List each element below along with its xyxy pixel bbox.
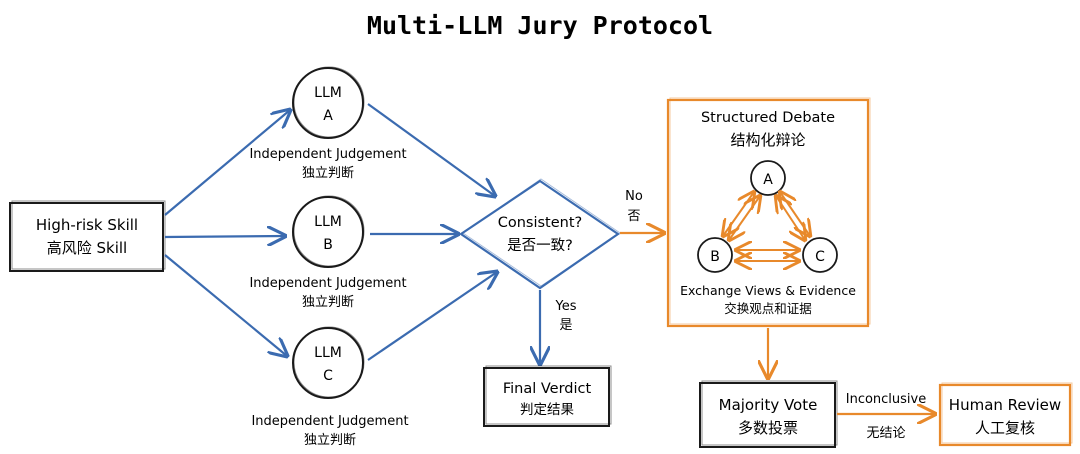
input-label-en: High-risk Skill (36, 216, 138, 234)
debate-node-a: A (750, 160, 786, 196)
inconclusive-label-en: Inconclusive (846, 392, 927, 407)
vote-label-en: Majority Vote (719, 396, 818, 414)
juror-node-b: LLM B (292, 195, 365, 268)
decision-node: Consistent? 是否一致? (459, 178, 621, 290)
decision-label-en: Consistent? (498, 215, 583, 231)
juror-b-label: LLM (314, 214, 342, 230)
no-label-zh: 否 (627, 209, 640, 224)
no-label-en: No (625, 189, 643, 204)
juror-c-caption-zh: 独立判断 (304, 433, 356, 448)
debate-node-b-label: B (710, 249, 720, 265)
diagram-title: Multi-LLM Jury Protocol (367, 11, 713, 40)
verdict-label-en: Final Verdict (503, 381, 592, 397)
debate-title-zh: 结构化辩论 (730, 131, 805, 149)
review-label-zh: 人工复核 (975, 419, 1035, 437)
debate-arrow-a-c-2 (776, 196, 805, 240)
review-label-en: Human Review (949, 396, 1061, 414)
arrow-c-to-decision (367, 272, 497, 361)
vote-label-zh: 多数投票 (738, 419, 798, 437)
debate-title-en: Structured Debate (701, 110, 835, 126)
juror-b-letter: B (323, 237, 333, 253)
debate-caption-en: Exchange Views & Evidence (680, 283, 856, 298)
juror-node-a: LLM A (292, 66, 365, 139)
arrow-a-to-decision (367, 103, 495, 196)
input-label-zh: 高风险 Skill (47, 239, 127, 257)
yes-label-en: Yes (555, 299, 577, 314)
arrow-input-to-b (164, 236, 285, 237)
debate-node-a-label: A (763, 172, 773, 188)
juror-b-caption-zh: 独立判断 (302, 295, 354, 310)
debate-node-c-label: C (815, 249, 825, 265)
debate-panel (666, 97, 871, 328)
juror-a-letter: A (323, 108, 333, 124)
final-verdict-node: Final Verdict 判定结果 (483, 365, 612, 427)
juror-a-caption-en: Independent Judgement (249, 147, 406, 162)
debate-node-c: C (802, 237, 838, 273)
arrow-input-to-c (164, 254, 287, 356)
decision-label-zh: 是否一致? (507, 237, 573, 254)
juror-b-caption-en: Independent Judgement (249, 276, 406, 291)
juror-c-caption-en: Independent Judgement (251, 414, 408, 429)
arrow-input-to-a (164, 110, 290, 216)
majority-vote-node: Majority Vote 多数投票 (699, 380, 838, 448)
juror-a-label: LLM (314, 85, 342, 101)
yes-label-zh: 是 (559, 318, 572, 333)
verdict-label-zh: 判定结果 (520, 402, 574, 418)
juror-node-c: LLM C (292, 326, 365, 399)
human-review-node: Human Review 人工复核 (938, 382, 1073, 447)
juror-c-label: LLM (314, 345, 342, 361)
juror-a-caption-zh: 独立判断 (302, 166, 354, 181)
debate-node-b: B (697, 237, 733, 273)
inconclusive-label-zh: 无结论 (866, 426, 905, 441)
juror-c-letter: C (323, 368, 333, 384)
debate-arrow-a-b-2 (729, 196, 760, 240)
input-node: High-risk Skill 高风险 Skill (9, 200, 166, 272)
debate-caption-zh: 交换观点和证据 (724, 301, 812, 316)
